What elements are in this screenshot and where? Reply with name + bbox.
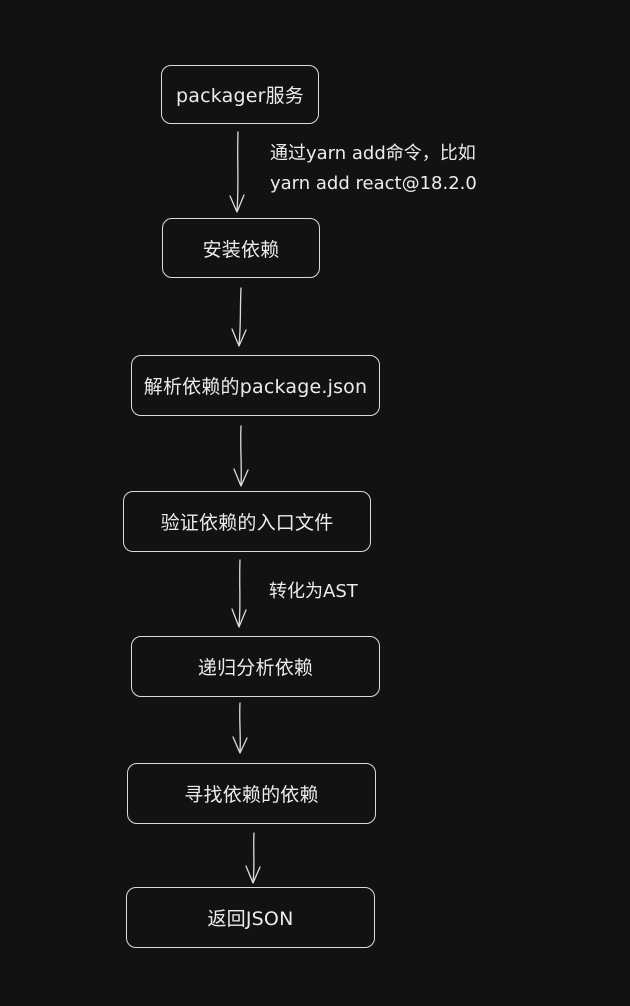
node-install-dependencies[interactable]: 安装依赖 [162, 218, 320, 278]
node-packager-service-text: packager服务 [175, 85, 305, 107]
arrow-packager-to-install [229, 131, 245, 213]
node-parse-package-json-text: 解析依赖的package.json [143, 376, 368, 398]
arrow-find-to-return [245, 832, 261, 884]
edge-label-to-ast-text: 转化为AST [269, 581, 358, 602]
arrow-parse-to-verify [233, 425, 249, 487]
arrow-install-to-parse [231, 287, 247, 347]
node-parse-package-json[interactable]: 解析依赖的package.json [131, 355, 380, 416]
node-verify-entry-file[interactable]: 验证依赖的入口文件 [123, 491, 371, 552]
node-install-dependencies-text: 安装依赖 [202, 238, 280, 261]
node-packager-service[interactable]: packager服务 [161, 65, 319, 124]
edge-label-to-ast: 转化为AST [269, 577, 358, 607]
node-recursive-analysis[interactable]: 递归分析依赖 [131, 636, 380, 697]
node-verify-entry-file-text: 验证依赖的入口文件 [160, 512, 334, 534]
edge-label-yarn-add: 通过yarn add命令，比如 yarn add react@18.2.0 [270, 139, 477, 199]
node-find-sub-dependencies[interactable]: 寻找依赖的依赖 [127, 763, 376, 824]
arrow-verify-to-recurse [231, 559, 247, 628]
node-recursive-analysis-text: 递归分析依赖 [197, 657, 314, 679]
edge-label-yarn-add-line2: yarn add react@18.2.0 [270, 173, 477, 194]
edge-label-yarn-add-line1: 通过yarn add命令，比如 [270, 143, 476, 164]
node-return-json[interactable]: 返回JSON [126, 887, 375, 948]
node-return-json-text: 返回JSON [207, 908, 294, 930]
arrow-recurse-to-find [232, 702, 248, 754]
node-find-sub-dependencies-text: 寻找依赖的依赖 [184, 784, 319, 806]
